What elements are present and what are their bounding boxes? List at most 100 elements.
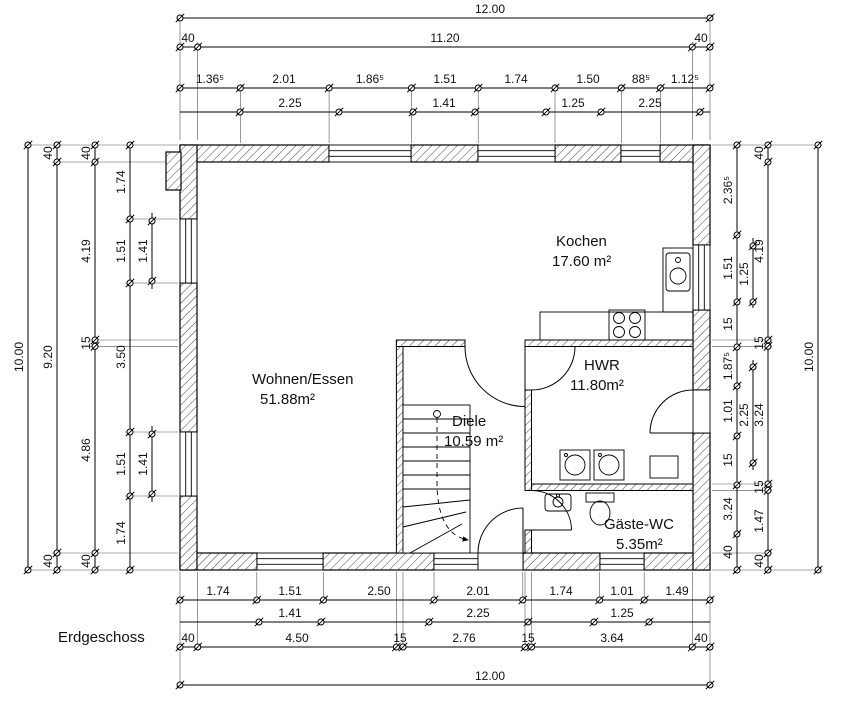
dim-chain-right-3: 40 4.19 15 3.24 15 1.47 40 xyxy=(752,140,773,575)
room-label-gaeste-wc: Gäste-WC xyxy=(604,516,674,533)
dim-value: 15 xyxy=(521,631,535,645)
dim-value: 1.74 xyxy=(114,521,128,545)
dim-chain-top-overall: 12.00 xyxy=(175,2,715,23)
dim-value: 3.24 xyxy=(752,403,766,427)
dim-value: 1.47 xyxy=(752,509,766,533)
dim-value: 3.64 xyxy=(600,631,624,645)
dim-value: 15 xyxy=(721,317,735,331)
room-area-gaeste-wc: 5.35m² xyxy=(616,536,663,553)
kitchen-sink xyxy=(665,252,691,292)
dim-value: 1.25 xyxy=(561,96,585,110)
dim-value: 1.50 xyxy=(576,72,600,86)
dim-value: 1.74 xyxy=(114,170,128,194)
dim-value: 3.50 xyxy=(114,345,128,369)
room-label-kochen: Kochen xyxy=(556,233,607,250)
dim-value: 1.86⁵ xyxy=(356,72,384,86)
dim-value: 40 xyxy=(41,146,55,160)
dim-value: 1.51 xyxy=(278,584,302,598)
dim-chain-bottom-2: 1.41 2.25 1.25 xyxy=(180,606,710,627)
dim-value: 1.49 xyxy=(665,584,689,598)
dim-value: 15 xyxy=(752,480,766,494)
dim-value: 11.20 xyxy=(430,31,459,45)
room-area-diele: 10.59 m² xyxy=(444,433,503,450)
dim-value: 4.50 xyxy=(285,631,309,645)
room-area-kochen: 17.60 m² xyxy=(552,253,611,270)
dim-value: 40 xyxy=(752,554,766,568)
dim-value: 1.51 xyxy=(721,256,735,280)
room-label-diele: Diele xyxy=(452,413,486,430)
room-area-wohnen-essen: 51.88m² xyxy=(260,391,315,408)
staircase xyxy=(402,404,471,554)
dim-value: 1.01 xyxy=(610,584,634,598)
dim-chain-left-5: 1.41 1.41 xyxy=(136,213,157,502)
dim-chain-bottom-overall: 12.00 xyxy=(175,669,715,690)
dim-value: 1.41 xyxy=(136,452,150,476)
dim-chain-bottom-3: 40 4.50 15 2.76 15 3.64 40 xyxy=(175,631,715,652)
dim-chain-right-1: 2.36⁵ 1.51 15 1.87⁵ 1.01 15 3.24 40 xyxy=(721,140,742,575)
dim-chain-bottom-1: 1.74 1.51 2.50 2.01 1.74 1.01 1.49 xyxy=(175,584,715,605)
room-label-hwr: HWR xyxy=(584,357,620,374)
wc-fixtures xyxy=(544,492,615,526)
dim-value: 2.36⁵ xyxy=(721,176,735,204)
dim-chain-left-2: 40 9.20 40 xyxy=(41,140,62,575)
dim-value: 88⁵ xyxy=(632,72,650,86)
dim-chain-right-overall: 10.00 xyxy=(802,140,823,575)
dim-value: 1.74 xyxy=(504,72,528,86)
dim-value: 2.25 xyxy=(638,96,662,110)
dim-value: 1.41 xyxy=(278,606,302,620)
dim-value: 2.25 xyxy=(737,403,751,427)
room-labels: Kochen 17.60 m² Wohnen/Essen 51.88m² HWR… xyxy=(252,233,674,553)
windows xyxy=(179,144,711,571)
dim-chain-left-4: 1.74 1.51 3.50 1.51 1.74 xyxy=(114,140,135,575)
dim-value: 15 xyxy=(393,631,407,645)
dim-chain-left-3: 40 4.19 15 4.86 40 xyxy=(79,140,100,575)
plan-title: Erdgeschoss xyxy=(58,629,145,646)
dim-value: 1.51 xyxy=(114,239,128,263)
dim-value: 40 xyxy=(721,545,735,559)
wc-sink-icon xyxy=(544,493,572,512)
dim-value: 40 xyxy=(181,631,195,645)
dim-value: 1.41 xyxy=(136,239,150,263)
dim-value: 4.86 xyxy=(79,438,93,462)
dim-value: 1.74 xyxy=(206,584,230,598)
dim-value: 1.36⁵ xyxy=(196,72,224,86)
dim-value: 15 xyxy=(721,453,735,467)
washing-machine-icons xyxy=(559,449,679,481)
dim-value: 40 xyxy=(694,631,708,645)
toilet-icon xyxy=(585,492,615,526)
interior-walls xyxy=(395,339,694,554)
dim-value: 1.74 xyxy=(549,584,573,598)
dim-value: 1.12⁵ xyxy=(671,72,699,86)
dim-value: 10.00 xyxy=(802,342,816,372)
dim-chain-top-3: 1.36⁵ 2.01 1.86⁵ 1.51 1.74 1.50 88⁵ 1.12… xyxy=(175,72,715,93)
doors xyxy=(464,346,694,554)
dim-value: 15 xyxy=(79,336,93,350)
dim-value: 40 xyxy=(79,146,93,160)
room-area-hwr: 11.80m² xyxy=(570,377,624,394)
dim-value: 1.51 xyxy=(114,452,128,476)
dim-value: 40 xyxy=(694,31,708,45)
dim-value: 1.87⁵ xyxy=(721,352,735,380)
dim-value: 2.25 xyxy=(466,606,490,620)
kitchen-stove xyxy=(608,309,646,341)
dim-value: 1.41 xyxy=(432,96,456,110)
dim-value: 12.00 xyxy=(475,669,505,683)
dim-chain-top-2: 40 11.20 40 xyxy=(175,31,715,52)
dim-value: 4.19 xyxy=(79,239,93,263)
dim-chain-top-4: 2.25 1.41 1.25 2.25 xyxy=(180,96,710,117)
dim-value: 15 xyxy=(752,336,766,350)
dim-value: 40 xyxy=(41,554,55,568)
dim-value: 1.01 xyxy=(721,399,735,423)
room-label-wohnen-essen: Wohnen/Essen xyxy=(252,371,353,388)
dim-value: 2.01 xyxy=(272,72,296,86)
dim-value: 4.19 xyxy=(752,239,766,263)
dim-value: 2.76 xyxy=(452,631,476,645)
dim-value: 40 xyxy=(79,554,93,568)
dim-chain-right-2: 1.25 2.25 xyxy=(737,238,758,470)
dim-value: 2.01 xyxy=(466,584,490,598)
dim-value: 10.00 xyxy=(12,342,26,372)
dim-value: 2.50 xyxy=(367,584,391,598)
dim-chain-left-overall: 10.00 xyxy=(12,140,33,575)
